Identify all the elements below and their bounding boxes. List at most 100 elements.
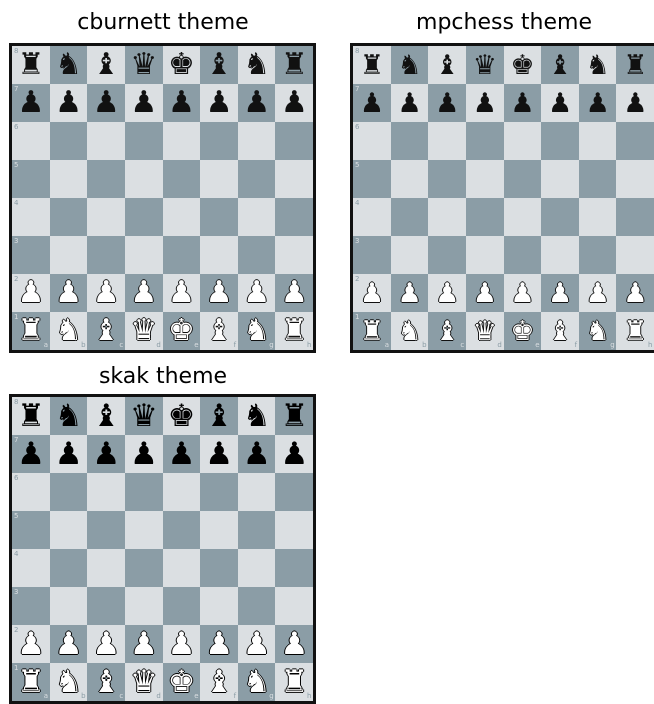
square-e6[interactable] (504, 122, 542, 160)
white-pawn-icon[interactable]: ♟ (466, 274, 504, 312)
square-g1[interactable]: g♞ (238, 312, 276, 350)
square-f8[interactable]: ♝ (200, 397, 238, 435)
square-e8[interactable]: ♚ (163, 397, 201, 435)
square-d7[interactable]: ♟ (125, 84, 163, 122)
black-queen-icon[interactable]: ♛ (466, 46, 504, 84)
square-c8[interactable]: ♝ (87, 46, 125, 84)
white-pawn-icon[interactable]: ♟ (12, 274, 50, 312)
black-pawn-icon[interactable]: ♟ (391, 84, 429, 122)
black-knight-icon[interactable]: ♞ (50, 46, 88, 84)
square-c6[interactable] (87, 122, 125, 160)
black-pawn-icon[interactable]: ♟ (428, 84, 466, 122)
square-e2[interactable]: ♟ (163, 625, 201, 663)
square-a6[interactable]: 6 (12, 122, 50, 160)
white-rook-icon[interactable]: ♜ (12, 312, 50, 350)
square-f2[interactable]: ♟ (200, 625, 238, 663)
square-d3[interactable] (125, 587, 163, 625)
square-g3[interactable] (238, 236, 276, 274)
black-pawn-icon[interactable]: ♟ (12, 84, 50, 122)
square-b4[interactable] (391, 198, 429, 236)
white-pawn-icon[interactable]: ♟ (275, 274, 313, 312)
white-pawn-icon[interactable]: ♟ (125, 274, 163, 312)
black-pawn-icon[interactable]: ♟ (238, 84, 276, 122)
black-queen-icon[interactable]: ♛ (125, 46, 163, 84)
white-pawn-icon[interactable]: ♟ (163, 625, 201, 663)
square-a3[interactable]: 3 (12, 236, 50, 274)
black-pawn-icon[interactable]: ♟ (50, 84, 88, 122)
square-h2[interactable]: ♟ (275, 625, 313, 663)
square-d6[interactable] (125, 122, 163, 160)
square-h8[interactable]: ♜ (275, 397, 313, 435)
square-e6[interactable] (163, 473, 201, 511)
black-pawn-icon[interactable]: ♟ (200, 435, 238, 473)
square-d3[interactable] (466, 236, 504, 274)
white-pawn-icon[interactable]: ♟ (275, 625, 313, 663)
square-e1[interactable]: e♚ (163, 312, 201, 350)
square-a4[interactable]: 4 (12, 198, 50, 236)
white-pawn-icon[interactable]: ♟ (50, 274, 88, 312)
square-h6[interactable] (275, 473, 313, 511)
square-e5[interactable] (163, 160, 201, 198)
square-g6[interactable] (238, 473, 276, 511)
black-pawn-icon[interactable]: ♟ (163, 435, 201, 473)
square-b2[interactable]: ♟ (50, 625, 88, 663)
square-b4[interactable] (50, 198, 88, 236)
square-g5[interactable] (238, 160, 276, 198)
square-a4[interactable]: 4 (353, 198, 391, 236)
white-queen-icon[interactable]: ♛ (125, 312, 163, 350)
square-b1[interactable]: b♞ (50, 312, 88, 350)
square-c2[interactable]: ♟ (87, 625, 125, 663)
white-pawn-icon[interactable]: ♟ (12, 625, 50, 663)
square-f3[interactable] (541, 236, 579, 274)
square-g4[interactable] (579, 198, 617, 236)
square-g8[interactable]: ♞ (238, 46, 276, 84)
square-d5[interactable] (466, 160, 504, 198)
square-g5[interactable] (238, 511, 276, 549)
square-c7[interactable]: ♟ (87, 435, 125, 473)
square-h7[interactable]: ♟ (275, 435, 313, 473)
square-d2[interactable]: ♟ (125, 625, 163, 663)
square-g5[interactable] (579, 160, 617, 198)
white-pawn-icon[interactable]: ♟ (200, 274, 238, 312)
square-b3[interactable] (391, 236, 429, 274)
square-c8[interactable]: ♝ (87, 397, 125, 435)
square-d4[interactable] (125, 549, 163, 587)
square-e4[interactable] (163, 198, 201, 236)
square-g2[interactable]: ♟ (238, 274, 276, 312)
square-c5[interactable] (87, 511, 125, 549)
square-e1[interactable]: e♚ (163, 663, 201, 701)
square-a3[interactable]: 3 (353, 236, 391, 274)
square-h8[interactable]: ♜ (616, 46, 654, 84)
square-h6[interactable] (616, 122, 654, 160)
white-rook-icon[interactable]: ♜ (275, 312, 313, 350)
square-b7[interactable]: ♟ (391, 84, 429, 122)
square-e2[interactable]: ♟ (504, 274, 542, 312)
square-h8[interactable]: ♜ (275, 46, 313, 84)
square-a7[interactable]: 7♟ (12, 435, 50, 473)
black-bishop-icon[interactable]: ♝ (541, 46, 579, 84)
black-knight-icon[interactable]: ♞ (238, 397, 276, 435)
square-a8[interactable]: 8♜ (12, 397, 50, 435)
square-a8[interactable]: 8♜ (353, 46, 391, 84)
square-c4[interactable] (428, 198, 466, 236)
white-pawn-icon[interactable]: ♟ (238, 274, 276, 312)
square-h1[interactable]: h♜ (275, 312, 313, 350)
white-knight-icon[interactable]: ♞ (50, 663, 88, 701)
square-c3[interactable] (428, 236, 466, 274)
white-pawn-icon[interactable]: ♟ (125, 625, 163, 663)
white-bishop-icon[interactable]: ♝ (200, 312, 238, 350)
square-d4[interactable] (125, 198, 163, 236)
black-king-icon[interactable]: ♚ (163, 46, 201, 84)
white-knight-icon[interactable]: ♞ (238, 312, 276, 350)
square-f4[interactable] (200, 549, 238, 587)
square-g6[interactable] (238, 122, 276, 160)
square-e4[interactable] (504, 198, 542, 236)
square-b8[interactable]: ♞ (50, 397, 88, 435)
square-c4[interactable] (87, 198, 125, 236)
square-f8[interactable]: ♝ (541, 46, 579, 84)
square-g3[interactable] (579, 236, 617, 274)
square-e7[interactable]: ♟ (504, 84, 542, 122)
